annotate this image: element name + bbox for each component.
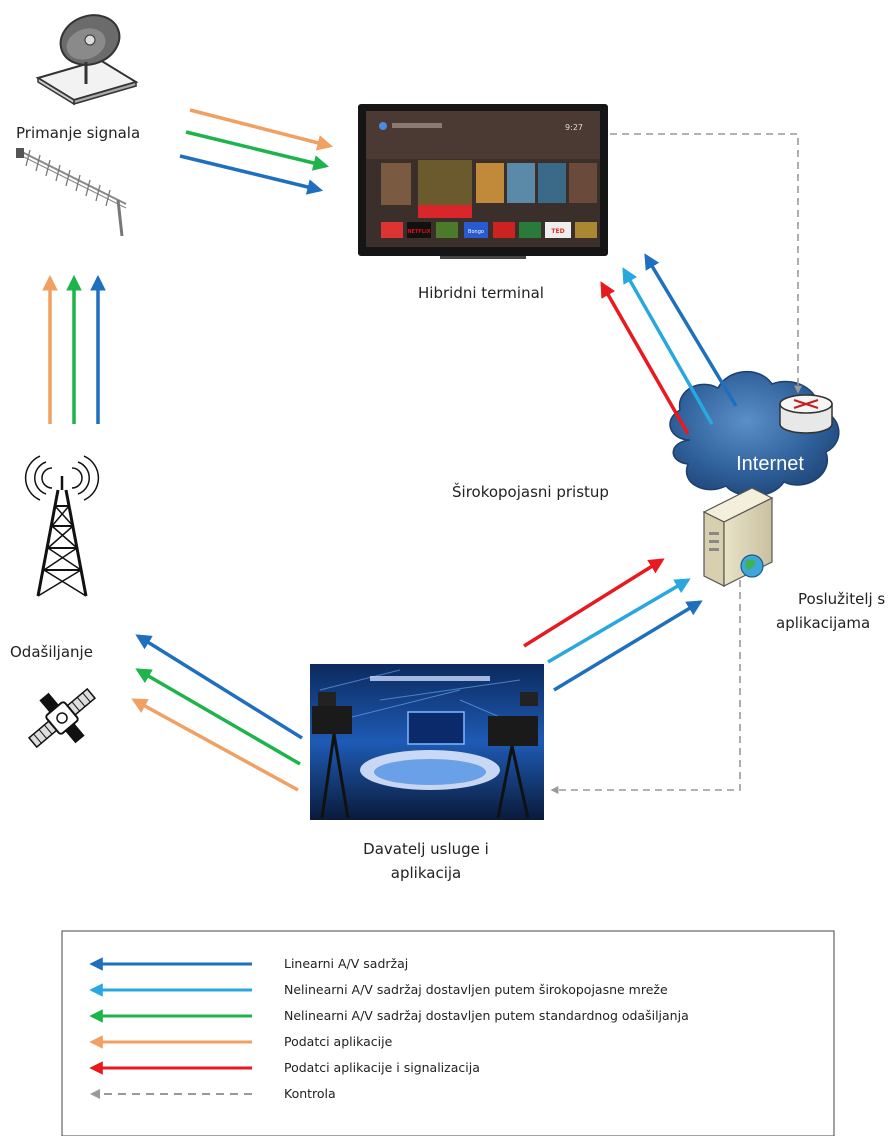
arrow-broadband-studio-to-server [547,578,691,664]
legend-label-linear: Linearni A/V sadržaj [284,956,408,971]
arrow-signalling-studio-to-server [523,558,665,648]
transmission-label: Odašiljanje [10,643,93,661]
tv-icon: 9:27 NETFLIX Bongo TED [358,104,608,259]
tv-tile-ted: TED [551,228,564,235]
control-line-server-to-studio [550,580,741,794]
server-label-line1: Poslužitelj s [798,590,885,608]
arrow-linear-cloud-to-terminal [644,253,738,407]
transmission-tower-icon [24,455,100,597]
arrow-linear-reception-to-terminal [179,154,324,195]
hybrid-terminal-label: Hibridni terminal [418,284,544,302]
internet-cloud-icon [669,370,840,497]
arrow-broadcast-reception-to-terminal [185,130,330,171]
legend-label-control: Kontrola [284,1086,336,1101]
satellite-dish-icon [35,14,139,106]
tv-tile-bongo: Bongo [468,229,484,235]
reception-label: Primanje signala [16,124,140,142]
antenna-icon [16,148,127,237]
legend-label-signalling: Podatci aplikacije i signalizacija [284,1060,480,1075]
router-icon [779,394,833,434]
tv-studio-image [310,664,544,820]
arrow-app-data-studio-to-transmission [131,698,299,792]
provider-label-line2: aplikacija [391,864,461,882]
legend: Linearni A/V sadržaj Nelinearni A/V sadr… [61,930,835,1136]
arrow-app-data-reception-to-terminal [189,108,334,151]
server-icon [702,487,774,587]
tv-tile-netflix: NETFLIX [407,229,430,235]
provider-label-line1: Davatelj usluge i [363,840,489,858]
control-line-terminal-to-router [610,133,802,394]
legend-label-broadband: Nelinearni A/V sadržaj dostavljen putem … [284,982,668,997]
server-label-line2: aplikacijama [776,614,870,632]
arrow-linear-studio-to-server [553,600,703,692]
arrow-linear-studio-to-transmission [135,634,303,740]
internet-label: Internet [736,453,804,475]
legend-label-app-data: Podatci aplikacije [284,1034,393,1049]
arrow-signalling-cloud-to-terminal [600,281,690,435]
arrow-broadcast-studio-to-transmission [135,668,301,766]
arrow-broadband-cloud-to-terminal [622,267,714,425]
tv-clock: 9:27 [565,123,583,132]
legend-label-broadcast: Nelinearni A/V sadržaj dostavljen putem … [284,1008,689,1023]
satellite-icon [27,687,97,749]
broadband-access-label: Širokopojasni pristup [452,482,609,501]
